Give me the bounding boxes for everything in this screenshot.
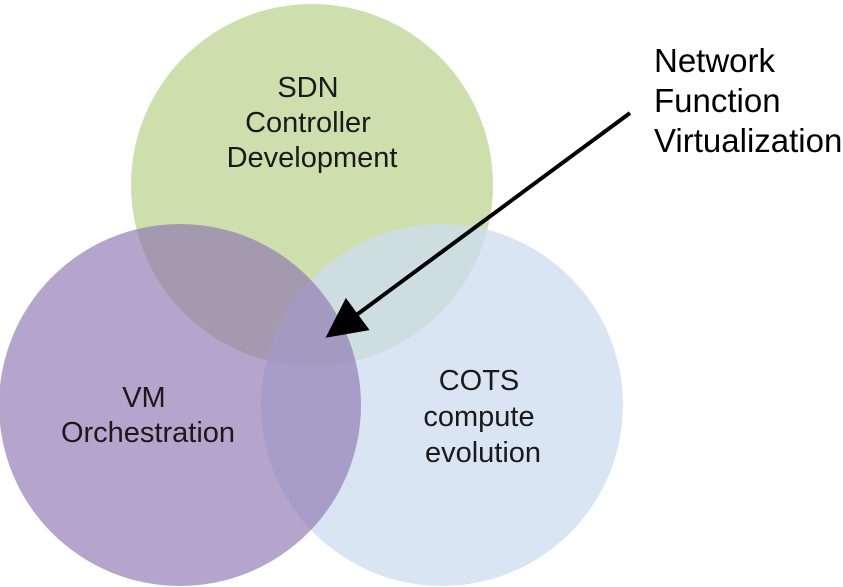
nfv-label-line-3: Virtualization [654, 122, 842, 159]
vm-orchestration-label: VM Orchestration [61, 382, 235, 449]
cots-compute-label: COTS compute evolution [423, 365, 542, 469]
cots-label-line-3: evolution [425, 437, 541, 469]
nfv-label-line-2: Function [654, 82, 781, 119]
sdn-controller-label: SDN Controller Development [227, 72, 398, 174]
sdn-label-line-3: Development [227, 142, 398, 174]
cots-label-line-2: compute [423, 401, 534, 433]
vm-label-line-1: VM [122, 382, 166, 414]
vm-label-line-2: Orchestration [61, 417, 235, 449]
nfv-callout-label: Network Function Virtualization [654, 42, 842, 159]
vm-orchestration-circle [0, 224, 361, 586]
nfv-arrow [325, 111, 632, 338]
cots-label-line-1: COTS [439, 365, 520, 397]
nfv-label-line-1: Network [654, 42, 776, 79]
sdn-label-line-2: Controller [245, 107, 371, 139]
sdn-label-line-1: SDN [277, 72, 338, 104]
